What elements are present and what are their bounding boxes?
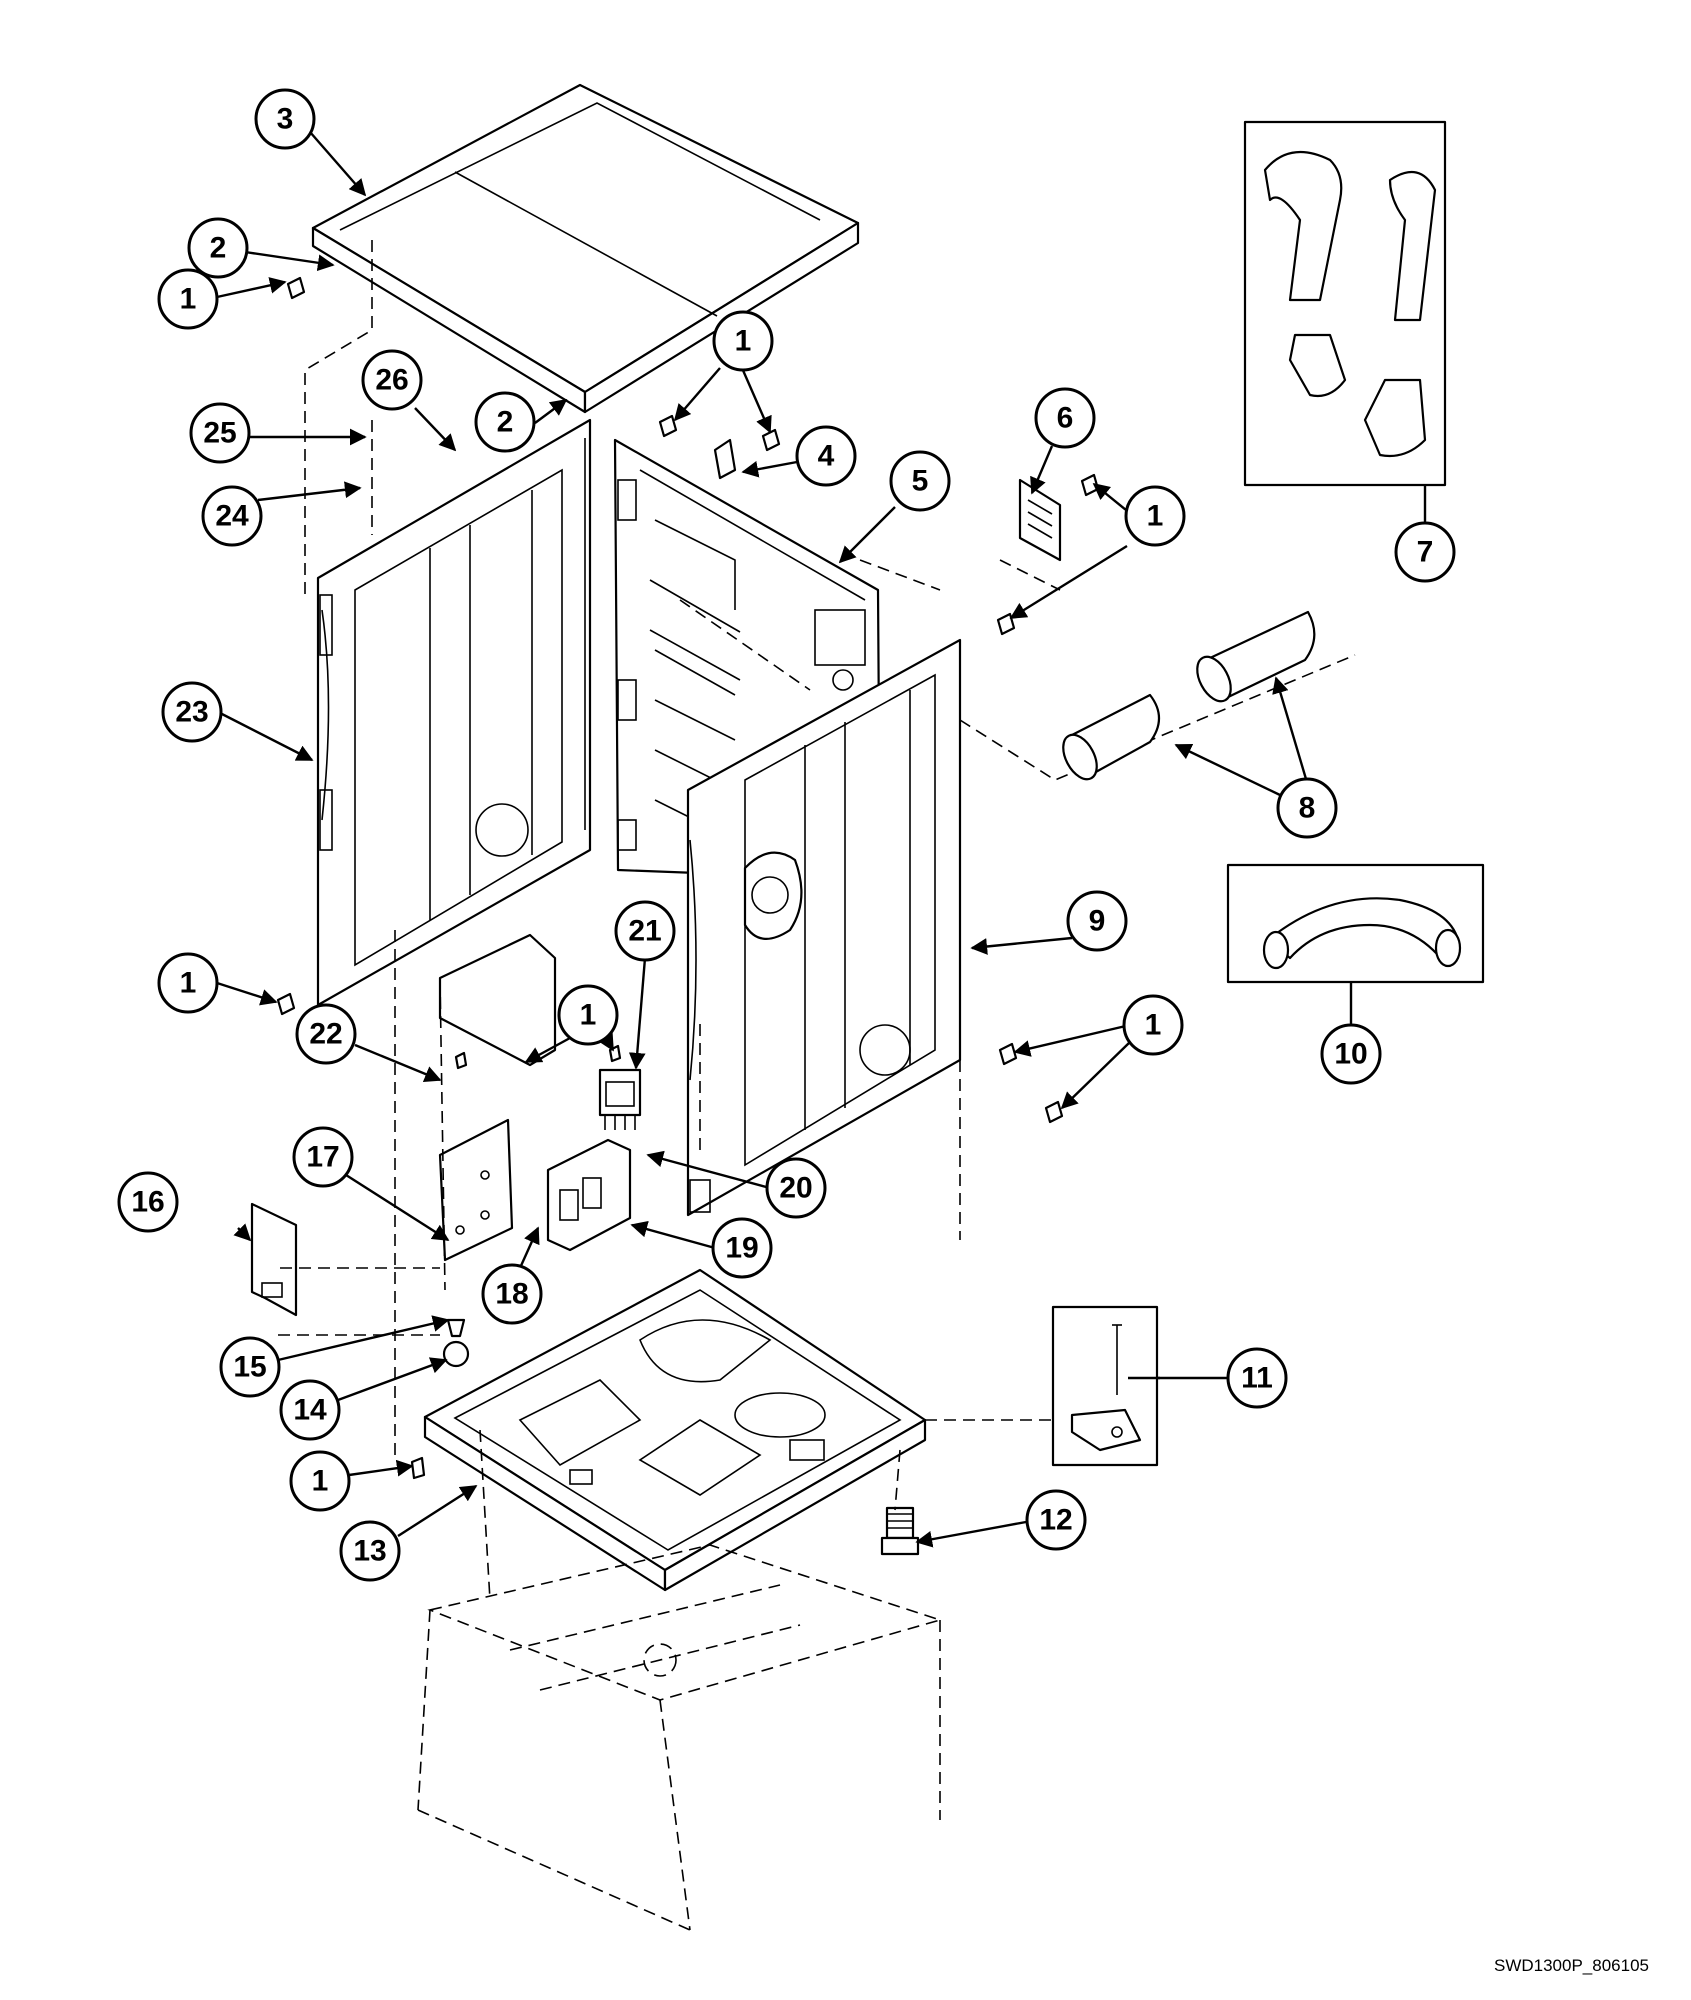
svg-text:19: 19 — [725, 1232, 758, 1265]
callout-16: 16 — [117, 1171, 179, 1233]
callout-21: 21 — [614, 900, 676, 962]
callout-7: 7 — [1394, 521, 1456, 583]
svg-text:10: 10 — [1334, 1038, 1367, 1071]
callout-1-c: 1 — [1124, 485, 1186, 547]
callout-13: 13 — [339, 1520, 401, 1582]
callout-1-g: 1 — [289, 1450, 351, 1512]
foot-14 — [442, 1340, 470, 1368]
callout-1-e: 1 — [557, 984, 619, 1046]
svg-text:23: 23 — [175, 696, 208, 729]
svg-text:16: 16 — [131, 1186, 164, 1219]
svg-text:18: 18 — [495, 1278, 528, 1311]
callout-2-bottom: 2 — [474, 391, 536, 453]
alignment-lines — [278, 240, 1356, 1601]
svg-text:1: 1 — [312, 1465, 329, 1498]
svg-text:12: 12 — [1039, 1504, 1072, 1537]
svg-text:20: 20 — [779, 1172, 812, 1205]
box-10 — [1226, 863, 1485, 984]
svg-text:1: 1 — [1145, 1009, 1162, 1042]
right-side-panel — [686, 638, 962, 1217]
svg-text:8: 8 — [1299, 792, 1316, 825]
callout-26: 26 — [361, 349, 423, 411]
svg-text:1: 1 — [1147, 500, 1164, 533]
fasteners — [276, 276, 1100, 1480]
callout-11: 11 — [1226, 1347, 1288, 1409]
svg-text:17: 17 — [306, 1141, 339, 1174]
svg-text:22: 22 — [309, 1018, 342, 1051]
mount-plate-17 — [438, 1118, 514, 1262]
diagram-reference-code: SWD1300P_806105 — [1493, 1956, 1649, 1975]
svg-text:21: 21 — [628, 915, 661, 948]
bracket-4 — [713, 438, 737, 480]
vent-plate — [1018, 478, 1062, 562]
svg-text:9: 9 — [1089, 905, 1106, 938]
svg-text:1: 1 — [180, 283, 197, 316]
screw-15 — [446, 1318, 466, 1338]
svg-text:11: 11 — [1241, 1362, 1273, 1395]
svg-text:1: 1 — [180, 967, 197, 1000]
top-panel — [311, 83, 860, 414]
vent-ducts — [1062, 610, 1316, 781]
box-7 — [1243, 120, 1447, 487]
svg-text:25: 25 — [203, 417, 236, 450]
svg-text:3: 3 — [277, 103, 294, 136]
svg-text:1: 1 — [735, 325, 752, 358]
callout-25: 25 — [189, 402, 251, 464]
callout-18: 18 — [481, 1263, 543, 1325]
callout-15: 15 — [219, 1336, 281, 1398]
callout-12: 12 — [1025, 1489, 1087, 1551]
callout-9: 9 — [1066, 890, 1128, 952]
lower-unit-outline — [417, 1544, 943, 1931]
leveling-leg-12 — [880, 1506, 920, 1556]
bracket-16 — [250, 1202, 298, 1317]
callout-3: 3 — [254, 88, 316, 150]
callout-20: 20 — [765, 1157, 827, 1219]
callout-4: 4 — [795, 425, 857, 487]
svg-text:1: 1 — [580, 999, 597, 1032]
callout-19: 19 — [711, 1217, 773, 1279]
svg-text:26: 26 — [375, 364, 408, 397]
callout-10: 10 — [1320, 1023, 1382, 1085]
left-side-panel — [316, 418, 592, 1007]
terminal-block-19 — [546, 1138, 632, 1252]
callout-17: 17 — [292, 1126, 354, 1188]
callout-22: 22 — [295, 1003, 357, 1065]
svg-text:24: 24 — [215, 500, 249, 533]
callout-23: 23 — [161, 681, 223, 743]
box-11 — [1051, 1305, 1159, 1467]
svg-text:13: 13 — [353, 1535, 386, 1568]
callout-1-d: 1 — [157, 952, 219, 1014]
callout-24: 24 — [201, 485, 263, 547]
callout-14: 14 — [279, 1379, 341, 1441]
callout-6: 6 — [1034, 387, 1096, 449]
callout-1-b: 1 — [712, 310, 774, 372]
callout-5: 5 — [889, 450, 951, 512]
callout-2-top: 2 — [187, 217, 249, 279]
svg-text:5: 5 — [912, 465, 929, 498]
svg-text:15: 15 — [233, 1351, 266, 1384]
callout-8: 8 — [1276, 777, 1338, 839]
svg-text:6: 6 — [1057, 402, 1074, 435]
svg-text:4: 4 — [818, 440, 835, 473]
transformer-21 — [598, 1068, 642, 1130]
callout-1-a: 1 — [157, 268, 219, 330]
base-pan — [423, 1268, 927, 1592]
callout-1-f: 1 — [1122, 994, 1184, 1056]
svg-text:2: 2 — [210, 232, 227, 265]
svg-text:14: 14 — [293, 1394, 327, 1427]
callout-leaders — [216, 131, 1427, 1548]
control-bracket-22 — [438, 933, 557, 1067]
svg-text:7: 7 — [1417, 536, 1434, 569]
svg-text:2: 2 — [497, 406, 514, 439]
